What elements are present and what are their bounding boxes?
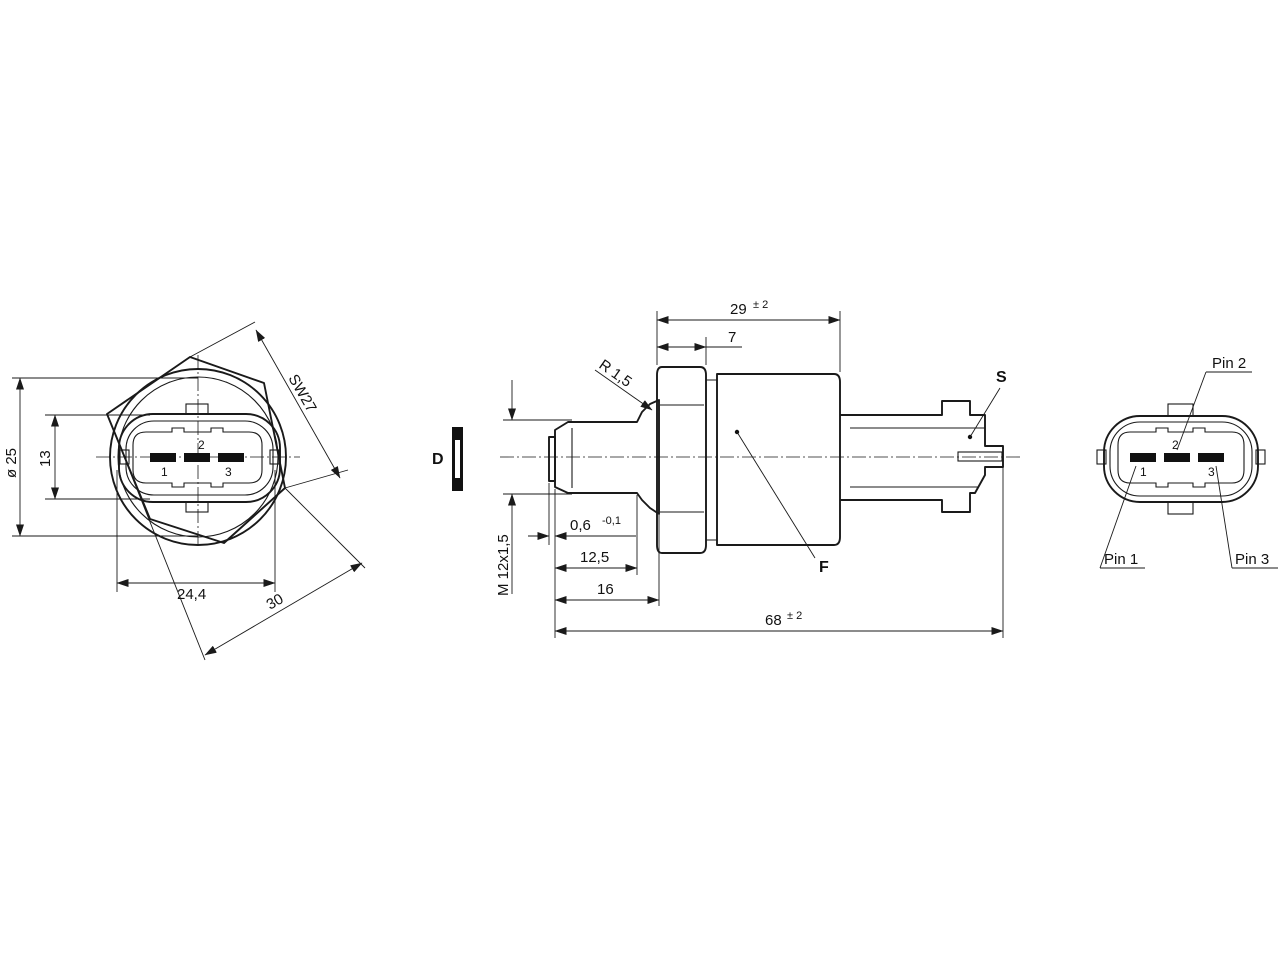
hex-outline: [106, 356, 286, 544]
conn-pin-1-number: 1: [1140, 465, 1147, 479]
pin-2: [184, 453, 210, 462]
conn-pin-2-number: 2: [1172, 438, 1179, 452]
dim-29-tol: ± 2: [753, 299, 768, 311]
pin-1: [150, 453, 176, 462]
pin-3-label: Pin 3: [1235, 551, 1269, 568]
dim-30-ext-b: [284, 487, 366, 569]
conn-top-tab: [1167, 403, 1194, 417]
label-s-leader: [969, 387, 1001, 438]
side-view: D 29 ± 2 7 R 1,5: [432, 299, 1020, 638]
dim-height-label: 13: [37, 450, 54, 467]
dim-thread-label: M 12x1,5: [495, 534, 512, 596]
label-d: D: [432, 451, 444, 468]
conn-right-notch: [1255, 449, 1266, 465]
dim-total-length-label: 68: [765, 612, 782, 629]
connector-view: 1 2 3 Pin 2 Pin 1 Pin 3: [1096, 355, 1278, 569]
label-f-leader: [736, 431, 816, 559]
conn-pin-1: [1130, 453, 1156, 462]
dim-total-length-tol: ± 2: [787, 610, 802, 622]
connector-housing: [840, 400, 1004, 513]
pin-3-leader: [1215, 465, 1233, 569]
dim-7-label: 7: [728, 329, 736, 346]
top-tab: [185, 403, 209, 415]
pin-1-number: 1: [161, 465, 168, 479]
connector-latch: [132, 427, 263, 488]
bottom-tab: [185, 501, 209, 513]
dim-sw27-ext-b: [284, 469, 349, 489]
connector-pin-side: [957, 451, 1003, 462]
pin-1-label: Pin 1: [1104, 551, 1138, 568]
pin-3: [218, 453, 244, 462]
dim-chamfer-label: 0,6: [570, 517, 591, 534]
dim-sw27-line: [255, 329, 341, 479]
hex-side: [656, 366, 707, 554]
pin-2-label: Pin 2: [1212, 355, 1246, 372]
conn-left-notch: [1096, 449, 1107, 465]
seal-d-gap: [455, 440, 460, 478]
conn-latch: [1117, 427, 1245, 488]
dim-diameter-label: ø 25: [3, 448, 20, 478]
sensor-body: [716, 373, 841, 546]
dim-chamfer-tol: -0,1: [602, 515, 621, 527]
conn-pin-3-number: 3: [1208, 465, 1215, 479]
label-s: S: [996, 369, 1007, 386]
dim-across-corners-label: 30: [264, 590, 287, 613]
pin-1-leader: [1099, 465, 1137, 569]
thread-shank: [554, 399, 660, 515]
conn-pin-2: [1164, 453, 1190, 462]
hex-collar: [706, 379, 718, 541]
conn-inner: [1109, 421, 1253, 497]
dim-30-ext-a: [106, 413, 206, 661]
front-view: 1 2 3 ø 25 13 24,4 SW27 30: [3, 321, 366, 661]
dim-radius-leader: [594, 369, 653, 411]
dim-width-label: 24,4: [177, 586, 206, 603]
dim-thread-length-label: 12,5: [580, 549, 609, 566]
dim-sw27-ext-a: [189, 321, 256, 358]
dim-30-line: [204, 562, 363, 656]
pin-3-number: 3: [225, 465, 232, 479]
dim-radius-label: R 1,5: [596, 356, 635, 390]
conn-bottom-tab: [1167, 501, 1194, 515]
conn-pin-3: [1198, 453, 1224, 462]
label-f: F: [819, 559, 829, 576]
dim-shank-length-label: 16: [597, 581, 614, 598]
dim-across-flats-label: SW27: [285, 372, 320, 416]
dim-29-label: 29: [730, 301, 747, 318]
pin-2-number: 2: [198, 438, 205, 452]
pin-2-leader: [1176, 371, 1207, 451]
